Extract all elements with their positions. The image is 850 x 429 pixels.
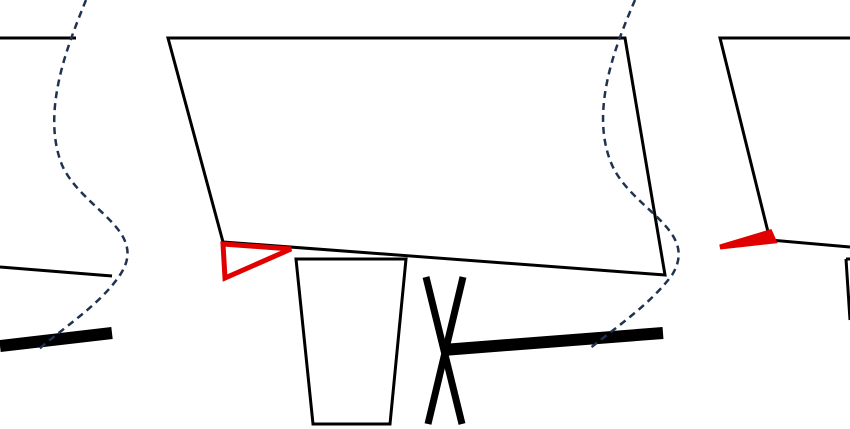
right-wedge [719,228,778,250]
left-dashed-curve [37,0,129,351]
right-partial-block [718,36,850,249]
center-wedge [220,241,293,282]
left-partial-block [0,36,113,278]
left-thick-bar [0,327,113,352]
left-block-bottom-edge [0,265,113,278]
center-dashed-curve [587,0,680,351]
center-block [166,36,667,277]
center-thick-bar [442,327,664,356]
right-block-outline [718,36,850,249]
right-support-edge [844,258,850,321]
trapezoid-support [294,257,408,426]
